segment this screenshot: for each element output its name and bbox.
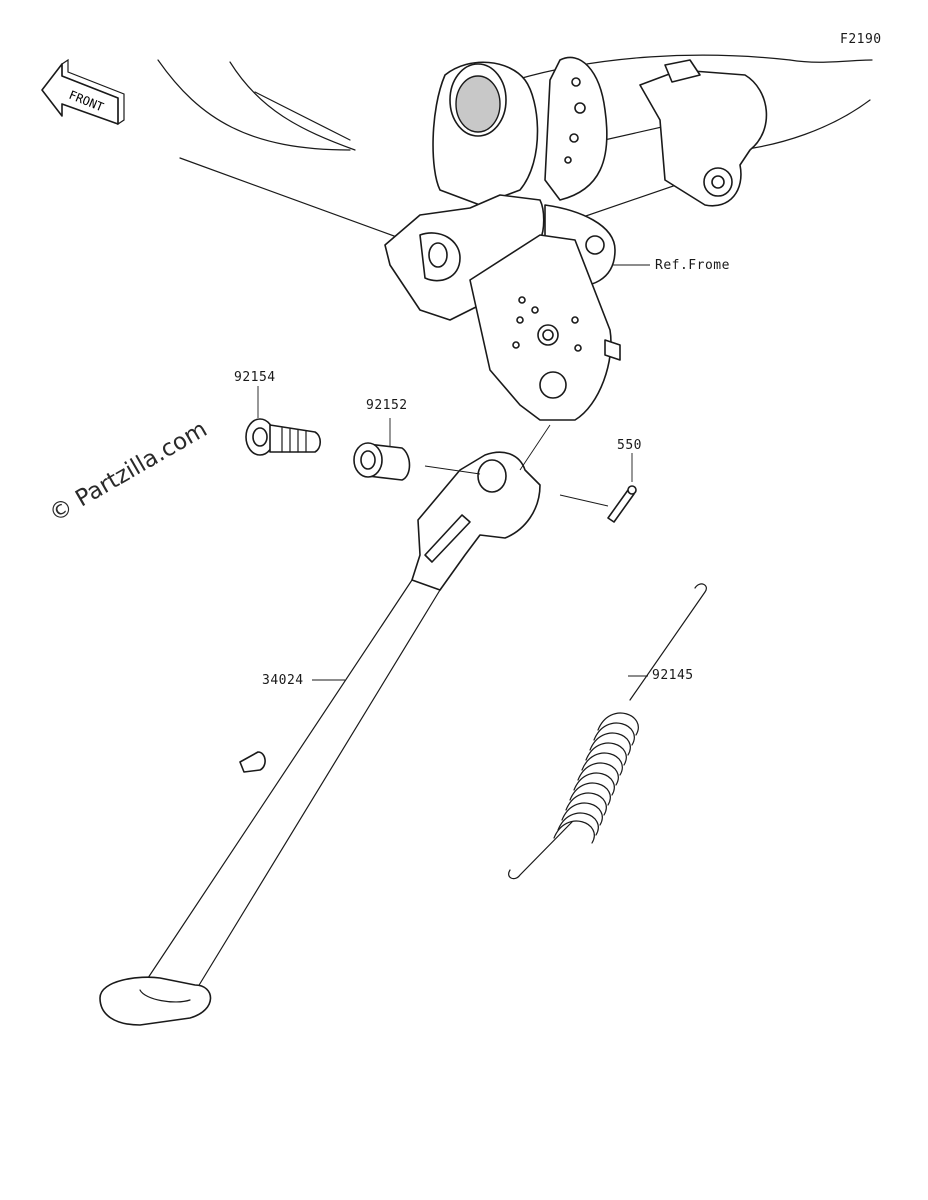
part-label-550[interactable]: 550: [617, 438, 642, 453]
bolt-92154: [245, 418, 322, 456]
part-label-92154[interactable]: 92154: [234, 370, 276, 385]
leader-lines: [257, 264, 650, 681]
part-label-92145[interactable]: 92145: [652, 668, 694, 683]
ref-frame-label: Ref.Frome: [655, 258, 730, 273]
front-arrow-icon: FRONT: [41, 58, 125, 126]
part-label-34024[interactable]: 34024: [262, 673, 304, 688]
spring-92145: [508, 583, 707, 880]
part-label-92152[interactable]: 92152: [366, 398, 408, 413]
diagram-code: F2190: [840, 32, 882, 47]
cotter-pin-550: [607, 485, 637, 523]
frame-body: [384, 56, 768, 421]
collar-92152: [353, 442, 411, 481]
side-stand-34024: [99, 451, 541, 1026]
